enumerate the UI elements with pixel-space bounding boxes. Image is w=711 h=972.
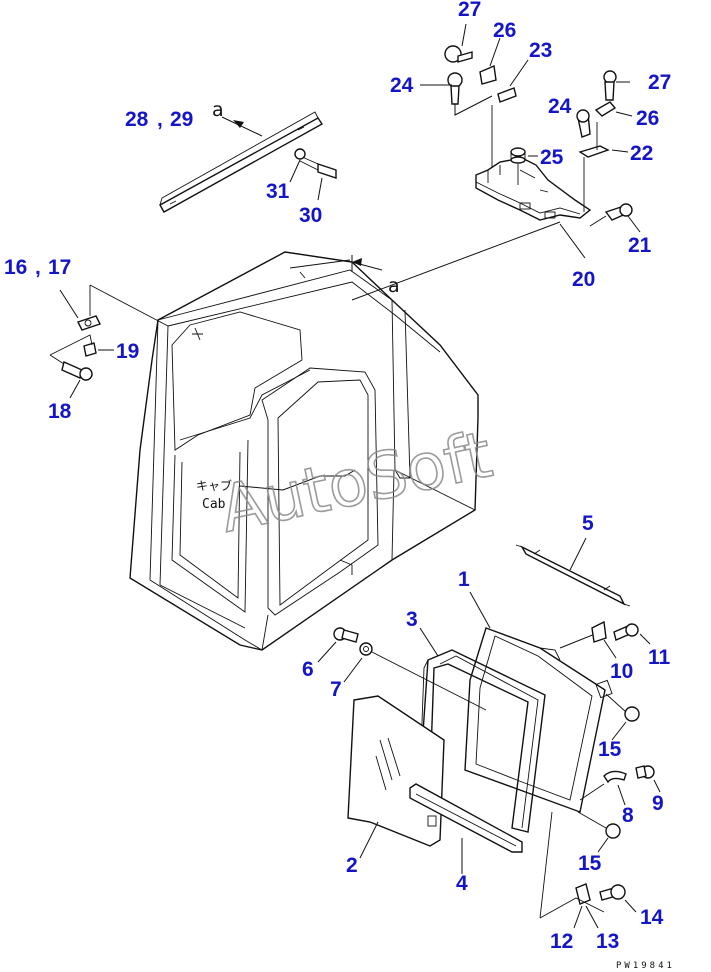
callout-22[interactable]: 22 bbox=[630, 142, 653, 165]
bolt-24-right bbox=[576, 109, 591, 138]
callout-2[interactable]: 2 bbox=[346, 854, 358, 877]
view-a-label-top: a bbox=[212, 99, 224, 121]
callout-8[interactable]: 8 bbox=[622, 804, 634, 827]
clip-10 bbox=[591, 620, 607, 643]
view-a-label-cab: a bbox=[388, 275, 400, 297]
bolt-18 bbox=[61, 361, 93, 381]
callout-separator-16-17: , bbox=[35, 256, 41, 279]
cap-15-upper bbox=[624, 706, 640, 722]
clip-26-right bbox=[594, 101, 617, 117]
view-a-arrow-cab: a bbox=[351, 221, 561, 301]
callout-separator-28-29: , bbox=[157, 108, 163, 131]
callout-4[interactable]: 4 bbox=[456, 872, 468, 895]
bolt-11 bbox=[613, 623, 639, 641]
washer-31 bbox=[294, 148, 306, 160]
callout-27-left[interactable]: 27 bbox=[458, 0, 481, 21]
callout-1[interactable]: 1 bbox=[458, 568, 470, 591]
callout-25[interactable]: 25 bbox=[540, 146, 564, 169]
callout-26-left[interactable]: 26 bbox=[493, 19, 516, 42]
clip-16-17 bbox=[77, 315, 101, 331]
callout-24-right[interactable]: 24 bbox=[548, 95, 572, 118]
callout-16[interactable]: 16 bbox=[4, 256, 27, 279]
callout-26-right[interactable]: 26 bbox=[636, 107, 659, 130]
callout-12[interactable]: 12 bbox=[550, 930, 573, 953]
washer-7 bbox=[359, 642, 373, 656]
callout-14[interactable]: 14 bbox=[640, 906, 664, 929]
callout-23[interactable]: 23 bbox=[529, 39, 552, 62]
callout-28[interactable]: 28 bbox=[125, 108, 149, 131]
bolt-9 bbox=[635, 765, 655, 779]
callouts: 27 26 23 24 27 24 26 22 25 21 20 28 , 29… bbox=[4, 0, 671, 953]
drawing-code: PW19841 bbox=[616, 961, 675, 971]
callout-13[interactable]: 13 bbox=[596, 930, 619, 953]
callout-5[interactable]: 5 bbox=[582, 512, 594, 535]
bracket-20 bbox=[475, 157, 592, 221]
cab-body bbox=[129, 251, 479, 651]
glass-2 bbox=[347, 695, 445, 847]
bolt-6 bbox=[333, 627, 359, 643]
window-frame-1 bbox=[464, 627, 613, 813]
callout-20[interactable]: 20 bbox=[572, 268, 595, 291]
bolt-27-left bbox=[444, 45, 473, 63]
callout-19[interactable]: 19 bbox=[116, 340, 139, 363]
bolt-14 bbox=[599, 884, 626, 901]
callout-11[interactable]: 11 bbox=[648, 646, 671, 669]
bolt-24-left bbox=[447, 72, 463, 105]
bolt-27-right bbox=[603, 70, 617, 101]
callout-30[interactable]: 30 bbox=[299, 204, 322, 227]
clip-12-13 bbox=[575, 883, 591, 905]
rail-part-28-29 bbox=[159, 111, 324, 213]
cab-label-en: Cab bbox=[202, 497, 226, 512]
callout-9[interactable]: 9 bbox=[652, 792, 664, 815]
bolt-21 bbox=[604, 203, 633, 221]
strip-4 bbox=[409, 783, 523, 853]
callout-21[interactable]: 21 bbox=[628, 234, 652, 257]
callout-10[interactable]: 10 bbox=[610, 660, 633, 683]
clip-22 bbox=[578, 145, 610, 158]
cap-15-lower bbox=[605, 823, 621, 839]
callout-15-upper[interactable]: 15 bbox=[598, 738, 622, 761]
callout-15-lower[interactable]: 15 bbox=[578, 852, 602, 875]
callout-24-left[interactable]: 24 bbox=[390, 74, 414, 97]
bolt-30 bbox=[299, 155, 337, 179]
nut-19 bbox=[83, 342, 97, 357]
callout-29[interactable]: 29 bbox=[170, 108, 193, 131]
clip-23 bbox=[497, 87, 517, 103]
callout-31[interactable]: 31 bbox=[266, 180, 290, 203]
callout-6[interactable]: 6 bbox=[302, 658, 314, 681]
callout-27-right[interactable]: 27 bbox=[648, 71, 671, 94]
callout-17[interactable]: 17 bbox=[48, 256, 71, 279]
handle-8 bbox=[603, 770, 627, 784]
callout-18[interactable]: 18 bbox=[48, 400, 72, 423]
watermark: AutoSoft bbox=[214, 418, 498, 548]
cab-label-jp: キャブ bbox=[196, 478, 232, 493]
clip-26-left bbox=[479, 64, 497, 85]
bush-25 bbox=[510, 147, 526, 164]
strip-5 bbox=[515, 544, 631, 607]
callout-3[interactable]: 3 bbox=[406, 608, 418, 631]
callout-7[interactable]: 7 bbox=[330, 678, 342, 701]
